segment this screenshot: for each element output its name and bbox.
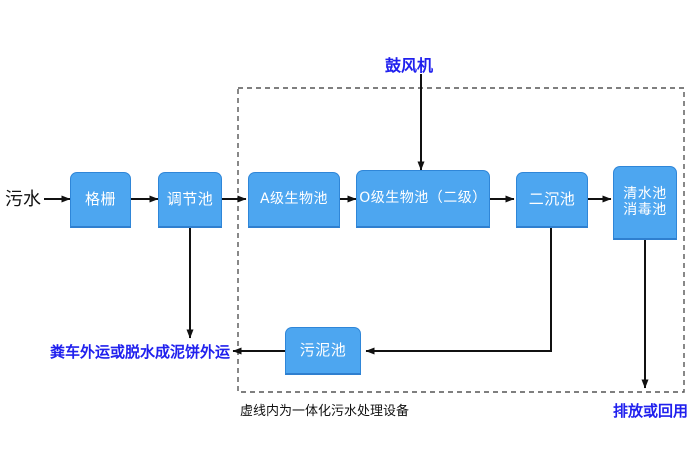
node-clean-water-tank[interactable]: 清水池 消毒池 [613,166,677,240]
enclosure-note-label: 虚线内为一体化污水处理设备 [240,404,410,419]
node-sludge-tank[interactable]: 污泥池 [285,327,361,375]
discharge-label: 排放或回用 [613,402,689,420]
node-clean-water-tank-label-line2: 消毒池 [623,201,667,218]
node-grid[interactable]: 格栅 [70,172,131,228]
node-sludge-tank-label: 污泥池 [299,341,347,360]
arrow-secondary-to-sludge-tank [365,228,552,355]
node-grid-label: 格栅 [84,190,116,209]
node-a-stage-bio-tank[interactable]: A级生物池 [248,172,340,228]
node-a-stage-bio-tank-label: A级生物池 [259,190,329,207]
node-secondary-sedimentation-tank-label: 二沉池 [528,190,576,209]
node-clean-water-tank-label-line1: 清水池 [623,185,667,202]
node-regulating-tank[interactable]: 调节池 [158,172,222,228]
influent-label: 污水 [5,189,41,210]
node-regulating-tank-label: 调节池 [166,190,214,209]
blower-label: 鼓风机 [385,56,434,75]
sludge-disposal-label: 粪车外运或脱水成泥饼外运 [50,343,231,361]
node-o-stage-bio-tank-label: O级生物池（二级） [359,189,487,206]
node-secondary-sedimentation-tank[interactable]: 二沉池 [516,172,588,228]
integrated-equipment-enclosure [237,87,685,393]
node-o-stage-bio-tank[interactable]: O级生物池（二级） [356,170,490,228]
